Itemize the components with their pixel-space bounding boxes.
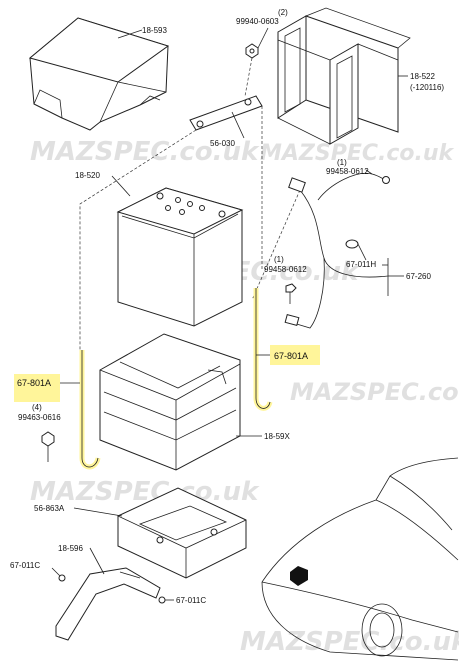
battery-base bbox=[73, 487, 247, 579]
cable-harness bbox=[284, 169, 404, 329]
label-tray: 18-59X bbox=[264, 432, 290, 441]
watermark-2: MAZSPEC.co.uk bbox=[260, 141, 455, 166]
label-clip: 67-011H bbox=[346, 260, 376, 269]
label-bolt3-qty: (4) bbox=[32, 403, 42, 412]
label-bracket: 18-522 bbox=[410, 72, 435, 81]
watermark-1: MAZSPEC.co.uk bbox=[30, 137, 260, 167]
label-rod-right: 67-801A bbox=[274, 351, 308, 361]
label-bolt2-qty: (1) bbox=[274, 255, 284, 264]
label-clamp: 56-030 bbox=[210, 139, 235, 148]
label-clip-left: 67-011C bbox=[10, 561, 40, 570]
label-cover: 18-593 bbox=[142, 26, 167, 35]
label-bolt3: 99463-0616 bbox=[18, 413, 61, 422]
watermarks: MAZSPEC.co.uk MAZSPEC.co.uk MAZSPEC.co.u… bbox=[30, 137, 459, 657]
label-harness: 67-260 bbox=[406, 272, 431, 281]
label-base: 56-863A bbox=[34, 504, 65, 513]
label-battery: 18-520 bbox=[75, 171, 100, 180]
battery-bracket bbox=[277, 7, 411, 145]
clip-bottom bbox=[158, 596, 174, 604]
label-bolt2: 99458-0612 bbox=[264, 265, 307, 274]
watermark-4: MAZSPEC.co.uk bbox=[290, 378, 459, 406]
battery-tray bbox=[99, 333, 262, 471]
bolt-3 bbox=[41, 431, 55, 462]
label-nut-qty: (2) bbox=[278, 8, 288, 17]
label-rod-left: 67-801A bbox=[17, 378, 51, 388]
battery-location-icon bbox=[290, 566, 308, 586]
highlight-rod-left bbox=[14, 374, 60, 402]
label-clip-bottom: 67-011C bbox=[176, 596, 206, 605]
label-bolt1-qty: (1) bbox=[337, 158, 347, 167]
battery-clamp bbox=[189, 95, 263, 139]
highlight-rod-right bbox=[270, 345, 320, 365]
label-bolt1: 99458-0612 bbox=[326, 167, 369, 176]
battery-stay bbox=[55, 547, 161, 641]
label-stay: 18-596 bbox=[58, 544, 83, 553]
car-silhouette bbox=[261, 457, 459, 661]
hold-down-rod-left bbox=[60, 350, 101, 470]
label-nut: 99940-0603 bbox=[236, 17, 279, 26]
label-bracket-note: (-120116) bbox=[410, 83, 444, 92]
watermark-5: MAZSPEC.co.uk bbox=[30, 477, 260, 507]
battery bbox=[111, 175, 244, 327]
battery-cover bbox=[28, 17, 170, 131]
clip-left bbox=[51, 567, 66, 582]
nut bbox=[244, 27, 269, 97]
hold-down-rod-right bbox=[253, 288, 273, 411]
bolt-2 bbox=[285, 283, 297, 304]
watermark-6: MAZSPEC.co.uk bbox=[240, 627, 459, 657]
assembly-lines bbox=[79, 106, 301, 384]
